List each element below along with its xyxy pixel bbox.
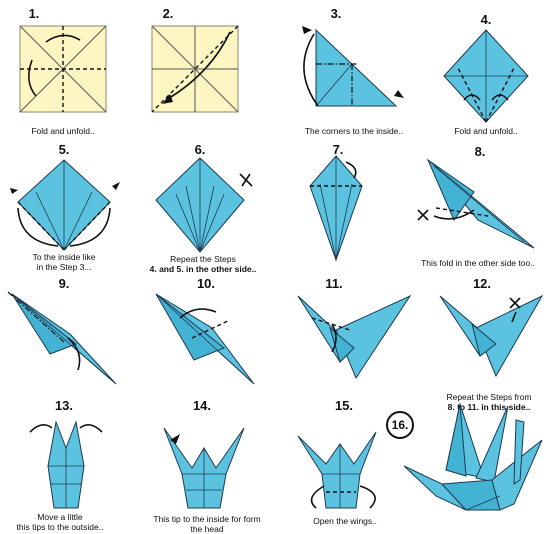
- step-1-caption: Fold and unfold..: [31, 126, 95, 136]
- step-9-number: 9.: [58, 276, 70, 291]
- step-2-diagram: [151, 25, 239, 113]
- step-7-number: 7.: [332, 142, 344, 157]
- step-5-diagram: [10, 159, 120, 251]
- step-4-diagram: [443, 29, 529, 123]
- step-1-number: 1.: [28, 6, 40, 21]
- step-6-number: 6.: [194, 142, 206, 157]
- step-14-diagram: [163, 427, 245, 509]
- step-12-number: 12.: [472, 276, 492, 291]
- step-9-diagram: [7, 291, 117, 385]
- step-3-caption: The corners to the inside..: [304, 126, 404, 136]
- step-4-caption: Fold and unfold..: [454, 126, 518, 136]
- step-5-number: 5.: [58, 142, 70, 157]
- step-10-diagram: [155, 293, 255, 385]
- step-15-caption: Open the wings..: [313, 516, 377, 526]
- step-8-number: 8.: [474, 144, 486, 159]
- step-13-number: 13.: [54, 398, 74, 413]
- step-8-caption: This fold in the other side too..: [421, 258, 535, 268]
- step-11-diagram: [297, 294, 412, 380]
- step-2-number: 2.: [162, 6, 174, 21]
- step-16-number: 16.: [386, 411, 414, 439]
- step-15-diagram: [297, 431, 377, 509]
- step-3-diagram: [302, 26, 404, 107]
- step-11-number: 11.: [325, 276, 343, 291]
- step-6-diagram: [155, 157, 253, 253]
- step-10-number: 10.: [196, 276, 216, 291]
- step-15-number: 15.: [334, 398, 354, 413]
- step-8-diagram: [417, 158, 535, 249]
- step-3-number: 3.: [330, 6, 342, 21]
- step-14-number: 14.: [192, 398, 212, 413]
- step-16-crane: [403, 402, 543, 511]
- step-7-diagram: [309, 155, 363, 262]
- step-4-number: 4.: [480, 12, 492, 27]
- step-12-diagram: [439, 294, 544, 378]
- step-1-diagram: [19, 25, 107, 113]
- step-13-diagram: [29, 420, 103, 509]
